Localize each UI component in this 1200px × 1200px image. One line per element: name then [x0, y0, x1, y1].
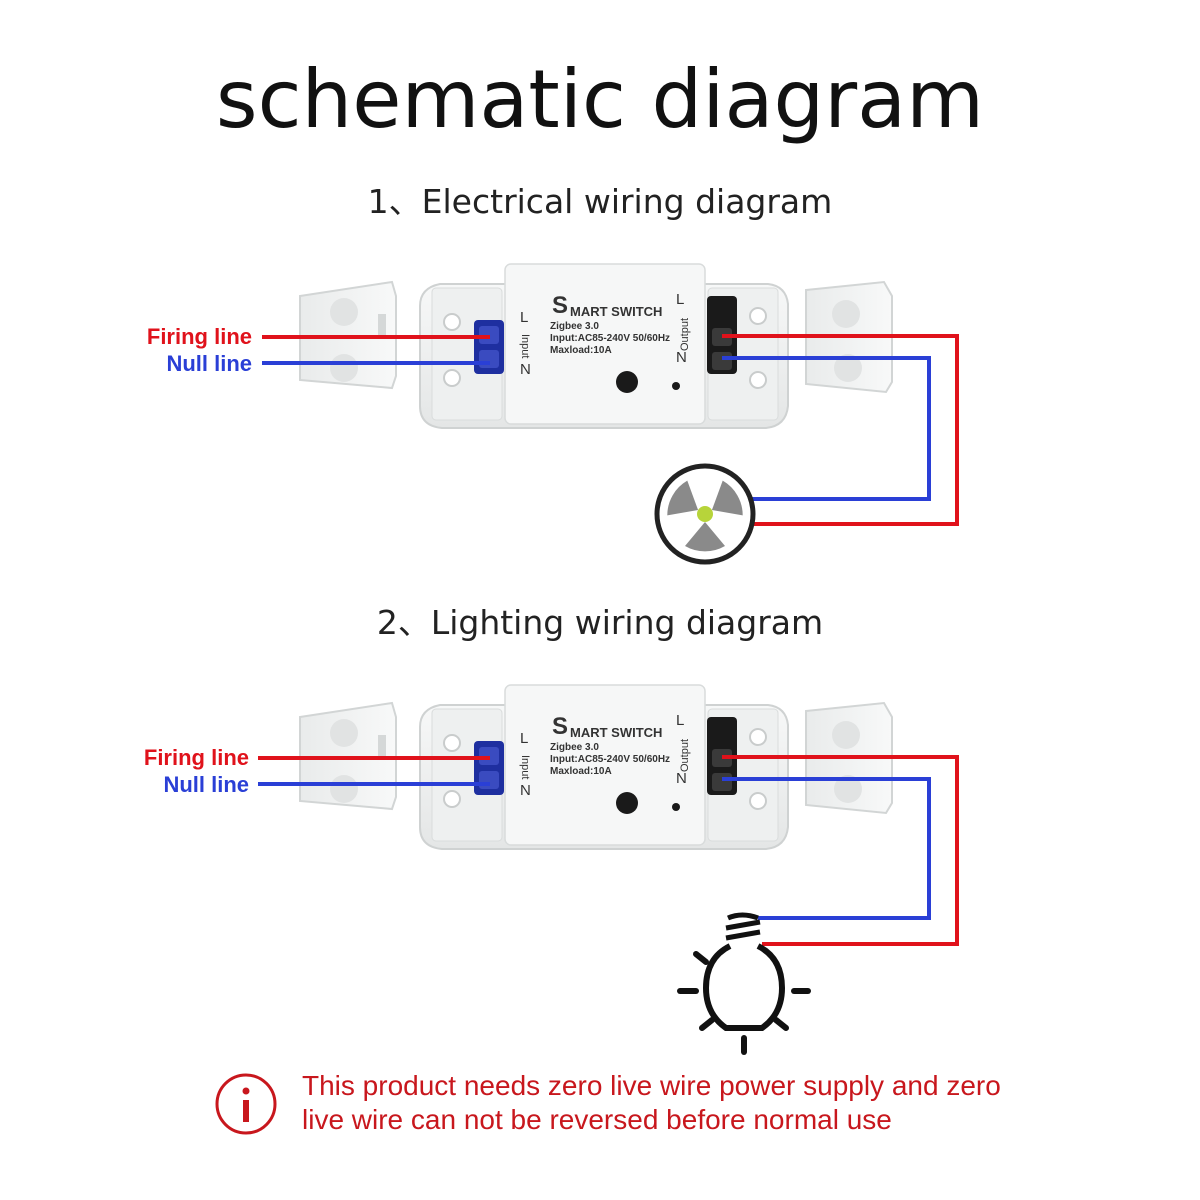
firing-output-wire	[722, 755, 959, 946]
warning-line-1: This product needs zero live wire power …	[302, 1070, 1001, 1101]
output-terminal-n: N	[676, 349, 687, 366]
firing-line-label: Firing line	[144, 745, 249, 770]
model-label: Zigbee 3.0	[550, 321, 599, 332]
null-line-label: Null line	[166, 351, 252, 376]
smart-switch-device: S MART SWITCH Zigbee 3.0 Input:AC85-240V…	[299, 684, 893, 850]
input-side-label: Input	[519, 334, 531, 358]
firing-output-wire	[722, 334, 959, 526]
null-output-wire	[722, 356, 931, 501]
brand-name: MART SWITCH	[570, 304, 662, 319]
output-terminal-l: L	[676, 712, 684, 729]
input-terminal-l: L	[520, 730, 528, 747]
input-terminal-n: N	[520, 361, 531, 378]
page-title: schematic diagram	[216, 53, 984, 146]
firing-line-label: Firing line	[147, 324, 252, 349]
info-warning-icon	[215, 1073, 277, 1135]
brand-initial: S	[552, 713, 568, 740]
maxload-label: Maxload:10A	[550, 345, 612, 356]
input-side-label: Input	[519, 755, 531, 779]
input-terminal-l: L	[520, 309, 528, 326]
section-heading-lighting: 2、Lighting wiring diagram	[377, 603, 823, 642]
output-terminal-l: L	[676, 291, 684, 308]
input-terminal-n: N	[520, 782, 531, 799]
null-line-label: Null line	[163, 772, 249, 797]
output-side-label: Output	[679, 318, 691, 351]
section-lighting: 2、Lighting wiring diagram S MART SWITCH …	[144, 603, 959, 1055]
section-heading-electrical: 1、Electrical wiring diagram	[368, 182, 833, 221]
fan-icon	[654, 463, 756, 565]
brand-name: MART SWITCH	[570, 725, 662, 740]
input-spec-label: Input:AC85-240V 50/60Hz	[550, 333, 670, 344]
null-output-wire	[722, 777, 931, 920]
smart-switch-device: S MART SWITCH Zigbee 3.0 Input:AC85-240V…	[299, 263, 893, 429]
warning-line-2: live wire can not be reversed before nor…	[302, 1104, 892, 1135]
bulb-icon	[677, 912, 811, 1055]
section-electrical: 1、Electrical wiring diagram S MART SWITC…	[147, 182, 959, 565]
input-spec-label: Input:AC85-240V 50/60Hz	[550, 754, 670, 765]
maxload-label: Maxload:10A	[550, 766, 612, 777]
warning-notice: This product needs zero live wire power …	[215, 1070, 1001, 1135]
brand-initial: S	[552, 292, 568, 319]
output-side-label: Output	[679, 739, 691, 772]
model-label: Zigbee 3.0	[550, 742, 599, 753]
output-terminal-n: N	[676, 770, 687, 787]
